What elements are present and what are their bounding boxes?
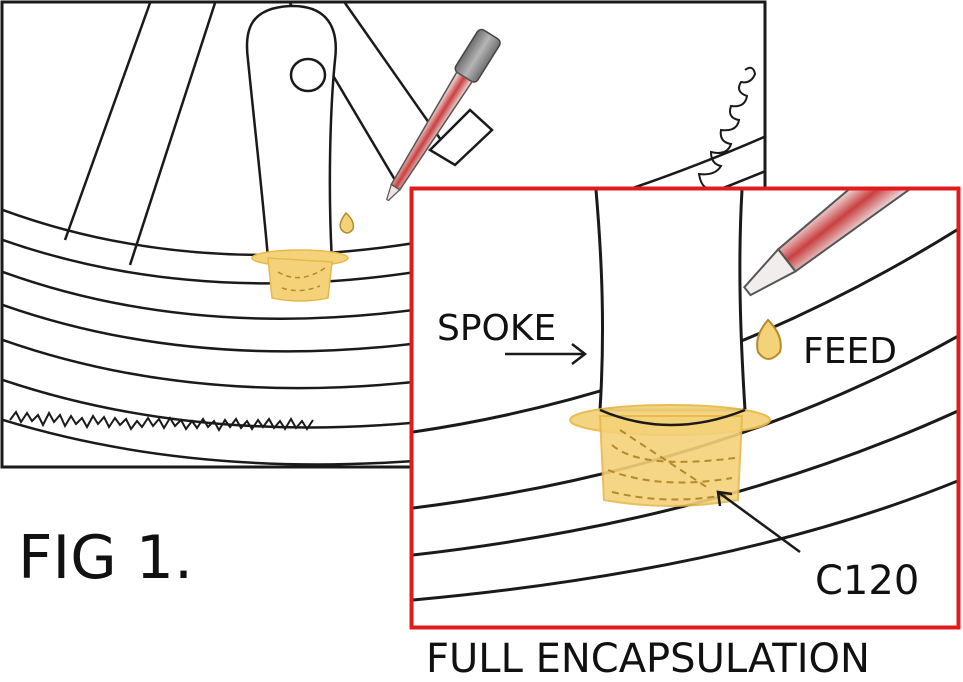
glue-droplet-icon <box>339 211 355 234</box>
glue-droplet-icon <box>756 318 782 360</box>
figure-title: FIG 1. <box>18 523 193 593</box>
spoke-pointer-arrow <box>505 343 588 365</box>
spoke-shape <box>594 190 747 412</box>
inset-frame <box>409 186 961 630</box>
figure-caption: FULL ENCAPSULATION <box>426 636 870 682</box>
label-product: C120 <box>815 558 919 604</box>
encapsulant-inset <box>569 404 771 507</box>
syringe-applicator-icon <box>743 190 919 297</box>
product-pointer-arrow <box>716 490 801 554</box>
inset-full-encapsulation: SPOKE FEED C120 <box>409 186 961 630</box>
wheel-overview <box>0 0 767 469</box>
syringe-applicator-icon <box>386 28 501 202</box>
label-spoke: SPOKE <box>437 308 556 349</box>
encapsulant-main <box>251 249 349 302</box>
label-feed: FEED <box>803 331 897 372</box>
